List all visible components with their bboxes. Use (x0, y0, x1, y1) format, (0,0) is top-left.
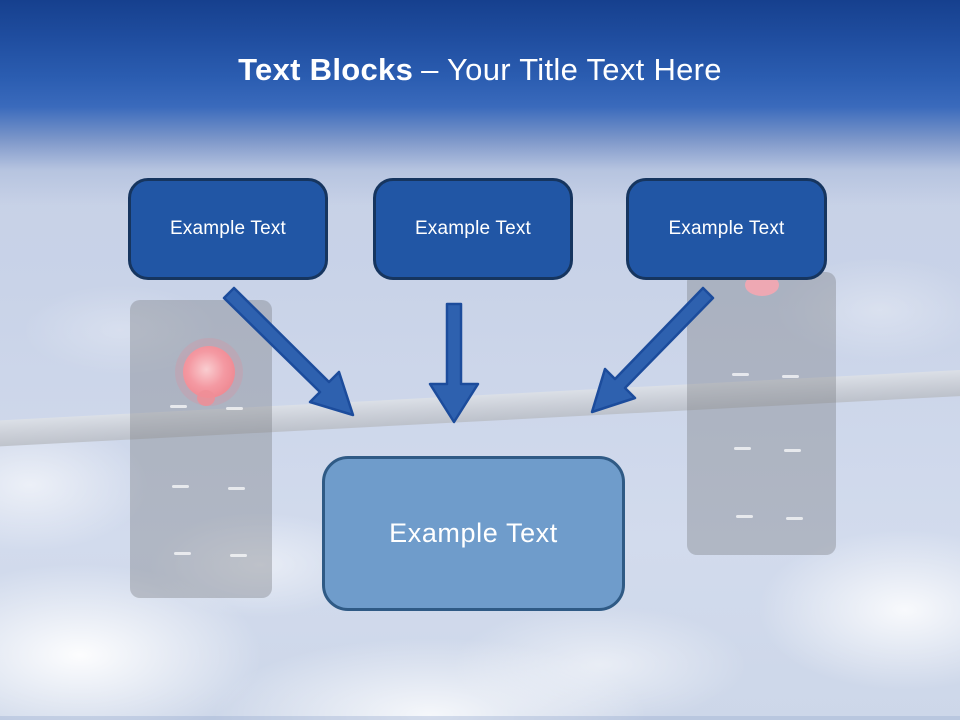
red-light-icon (183, 346, 235, 406)
title-banner (0, 0, 960, 205)
title-regular-text: – Your Title Text Here (421, 52, 722, 87)
text-block-2-label: Example Text (414, 218, 532, 239)
traffic-light-left (130, 300, 272, 598)
reflection-dash (786, 517, 803, 520)
reflection-dash (174, 552, 191, 555)
reflection-dash (782, 375, 799, 378)
reflection-dash (172, 485, 189, 488)
traffic-light-right (687, 272, 836, 555)
reflection-dash (734, 447, 751, 450)
slide-title[interactable]: Text Blocks– Your Title Text Here (0, 52, 960, 88)
reflection-dash (228, 487, 245, 490)
reflection-dash (732, 373, 749, 376)
result-block[interactable]: Example Text (322, 456, 625, 611)
text-block-1[interactable]: Example Text (128, 178, 328, 280)
text-block-2[interactable]: Example Text (373, 178, 573, 280)
text-block-1-label: Example Text (169, 218, 287, 239)
reflection-dash (226, 407, 243, 410)
text-block-3-label: Example Text (668, 218, 785, 239)
result-block-label: Example Text (389, 518, 558, 548)
text-block-3[interactable]: Example Text (626, 178, 827, 280)
reflection-dash (170, 405, 187, 408)
title-bold-text: Text Blocks (238, 52, 414, 87)
bottom-edge-strip (0, 716, 960, 720)
reflection-dash (736, 515, 753, 518)
reflection-dash (784, 449, 801, 452)
reflection-dash (230, 554, 247, 557)
